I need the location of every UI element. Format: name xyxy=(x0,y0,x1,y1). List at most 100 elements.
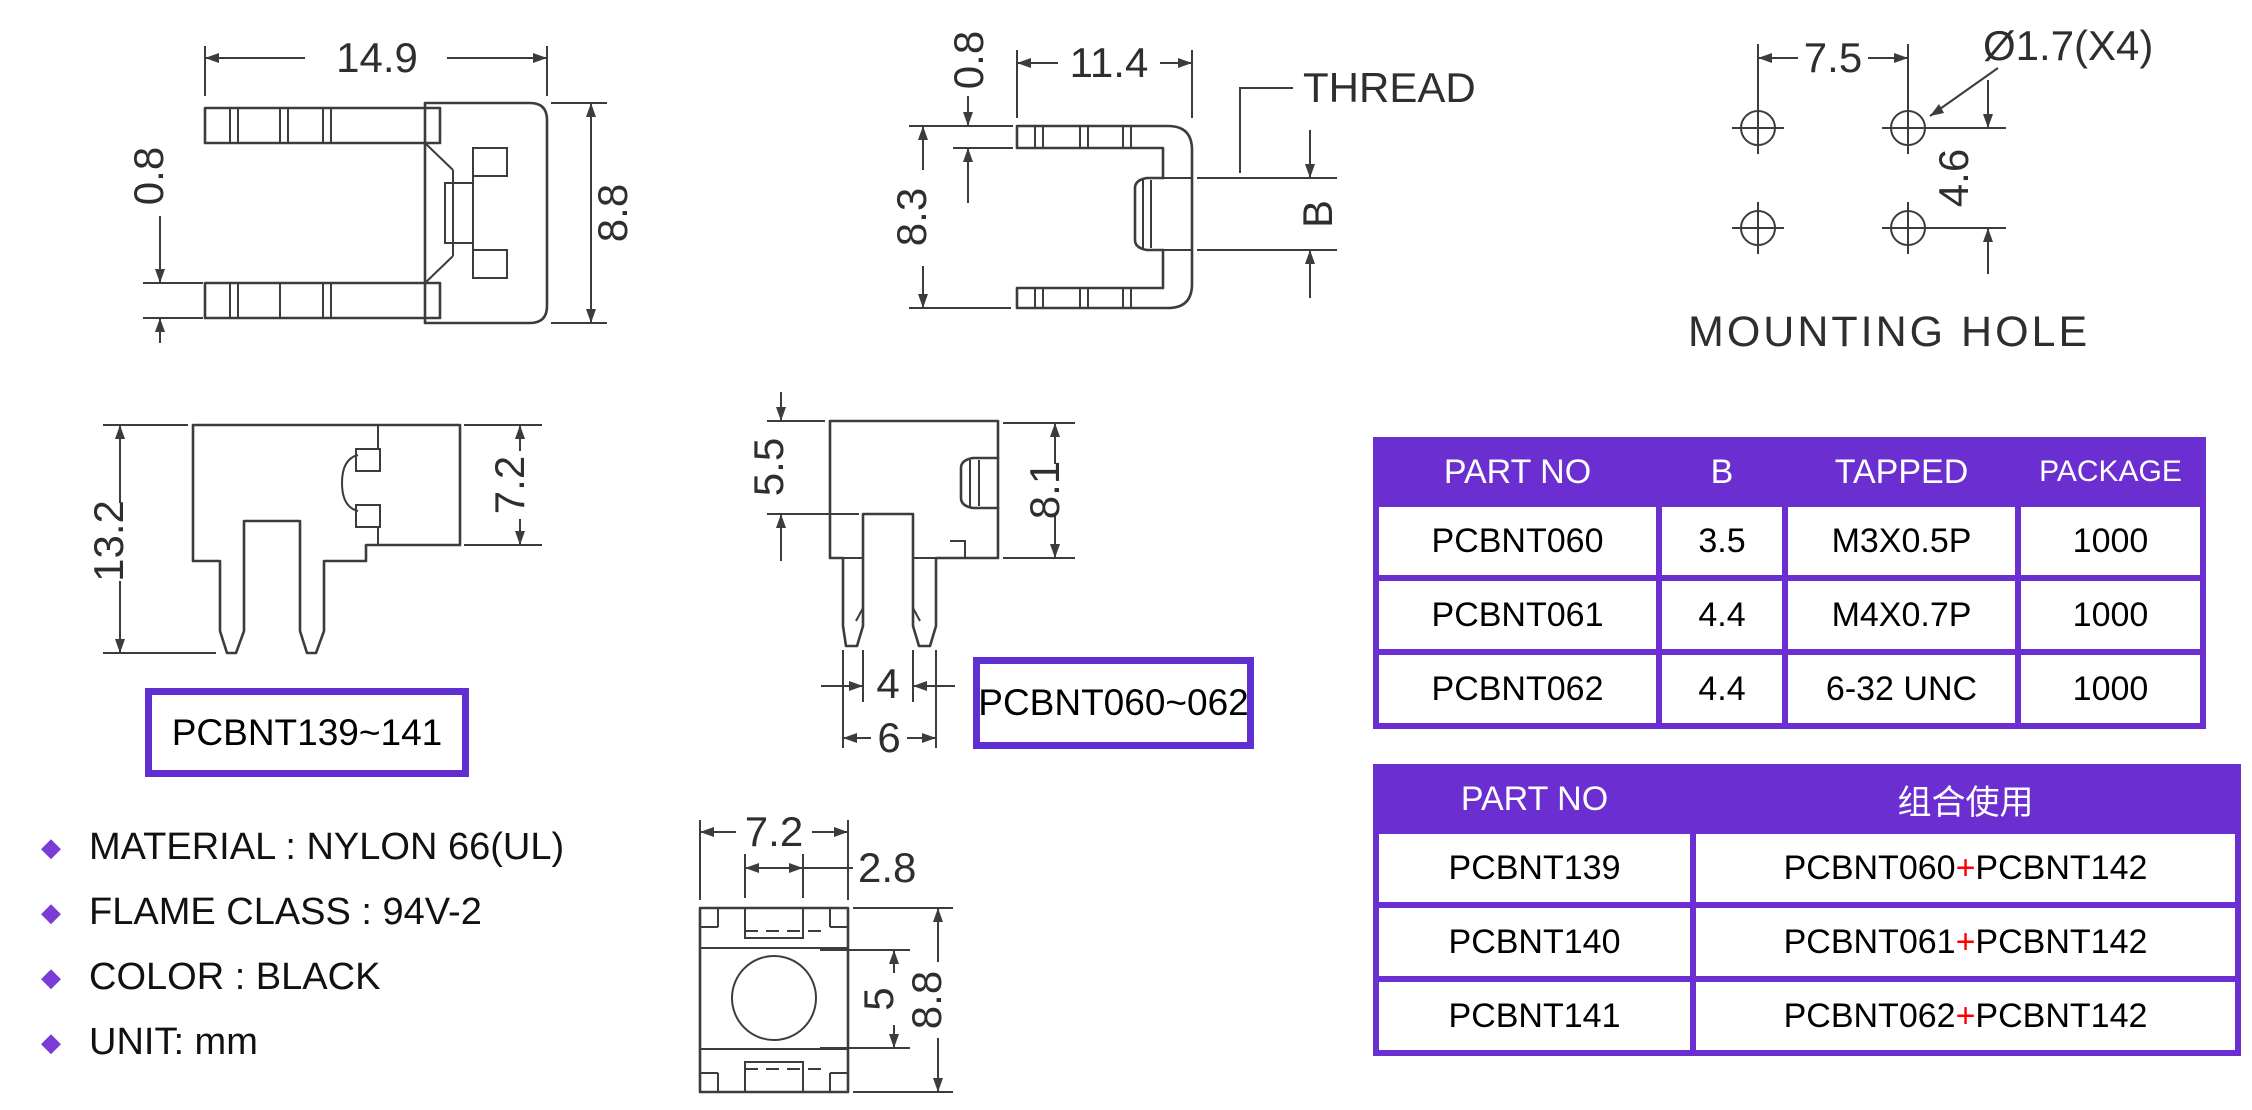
top-view-dim-height: 8.8 xyxy=(551,102,636,324)
label-box-pcbnt139-141: PCBNT139~141 xyxy=(145,688,469,777)
diamond-bullet-icon: ◆ xyxy=(41,897,61,927)
part-no-cell: PCBNT060 xyxy=(1373,501,1662,581)
diamond-bullet-icon: ◆ xyxy=(41,962,61,992)
dim-label-14-9: 14.9 xyxy=(336,34,418,81)
top-view-dim-thickness: 0.8 xyxy=(125,147,203,343)
dim-139-height: 13.2 xyxy=(85,424,216,654)
front-dim-hole: 5 xyxy=(820,949,910,1049)
side-view-dim-height: 8.3 xyxy=(895,125,1011,309)
tapped-spec-table: PART NO B TAPPED PACKAGE PCBNT060 3.5 M3… xyxy=(1373,437,2206,729)
spec-item-unit: ◆ UNIT: mm xyxy=(35,1010,564,1075)
table-header-row: PART NO B TAPPED PACKAGE xyxy=(1373,437,2206,507)
dim-label-8-8: 8.8 xyxy=(903,971,950,1029)
spec-flame-class-text: FLAME CLASS : 94V-2 xyxy=(89,891,482,933)
mounting-hole-drawing: 7.5 Ø1.7(X4) 4.6 MOUNTING HOLE xyxy=(1688,22,2153,356)
front-view-drawing: 7.2 2.8 5 8.8 xyxy=(698,808,953,1094)
tapped-cell: 6-32 UNC xyxy=(1782,649,2021,729)
dim-060-top: 5.5 xyxy=(745,392,859,561)
dim-label-8-1: 8.1 xyxy=(1021,461,1068,519)
hole-callout-label: Ø1.7(X4) xyxy=(1983,22,2153,69)
top-view-dim-width: 14.9 xyxy=(204,34,548,96)
combo-second: PCBNT142 xyxy=(1975,996,2148,1035)
b-cell: 4.4 xyxy=(1656,649,1788,729)
front-dim-slot: 2.8 xyxy=(744,844,916,898)
spec-unit-text: UNIT: mm xyxy=(89,1021,258,1063)
part-no-cell: PCBNT140 xyxy=(1373,902,1696,982)
spec-item-material: ◆ MATERIAL : NYLON 66(UL) xyxy=(35,815,564,880)
package-cell: 1000 xyxy=(2015,649,2206,729)
dim-label-8-8: 8.8 xyxy=(589,184,636,242)
header-part-no: PART NO xyxy=(1373,764,1696,834)
combo-first: PCBNT062 xyxy=(1783,996,1956,1035)
table-row: PCBNT060 3.5 M3X0.5P 1000 xyxy=(1373,501,2206,581)
header-package: PACKAGE xyxy=(2015,437,2206,507)
part-no-cell: PCBNT062 xyxy=(1373,649,1662,729)
dim-label-4: 4 xyxy=(876,660,899,707)
label-pcbnt139-141: PCBNT139~141 xyxy=(171,711,443,753)
header-part-no: PART NO xyxy=(1373,437,1662,507)
part-no-cell: PCBNT061 xyxy=(1373,575,1662,655)
package-cell: 1000 xyxy=(2015,575,2206,655)
dim-label-6: 6 xyxy=(877,714,900,761)
side-view-drawing: 0.8 11.4 8.3 THREAD B xyxy=(895,31,1476,310)
dim-label-8-3: 8.3 xyxy=(895,188,935,246)
package-cell: 1000 xyxy=(2015,501,2206,581)
front-dim-width: 7.2 xyxy=(699,808,849,900)
combo-second: PCBNT142 xyxy=(1975,922,2148,961)
dim-139-head: 7.2 xyxy=(464,424,542,546)
header-tapped: TAPPED xyxy=(1782,437,2021,507)
spec-list: ◆ MATERIAL : NYLON 66(UL) ◆ FLAME CLASS … xyxy=(35,815,564,1075)
side-view-dim-thickness: 0.8 xyxy=(945,31,1013,203)
spec-item-color: ◆ COLOR : BLACK xyxy=(35,945,564,1010)
spec-color-text: COLOR : BLACK xyxy=(89,956,381,998)
side-view-dim-b: B xyxy=(1197,130,1341,298)
top-view-drawing: 14.9 0.8 8.8 xyxy=(125,34,636,343)
table-row: PCBNT140 PCBNT061+PCBNT142 xyxy=(1373,902,2241,982)
side-view-139-drawing: 13.2 7.2 xyxy=(85,423,542,655)
part-no-cell: PCBNT139 xyxy=(1373,828,1696,908)
table-row: PCBNT061 4.4 M4X0.7P 1000 xyxy=(1373,575,2206,655)
b-cell: 4.4 xyxy=(1656,575,1788,655)
dim-060-right: 8.1 xyxy=(1003,422,1075,559)
dim-label-4-6: 4.6 xyxy=(1930,149,1977,207)
mounting-holes xyxy=(1732,102,1934,254)
combination-table: PART NO 组合使用 PCBNT139 PCBNT060+PCBNT142 … xyxy=(1373,764,2241,1056)
mount-dim-pitch-x: 7.5 xyxy=(1757,34,1909,106)
mounting-hole-title: MOUNTING HOLE xyxy=(1688,308,2090,356)
front-view-part-outline xyxy=(698,906,850,1094)
mount-hole-callout: Ø1.7(X4) xyxy=(1929,22,2153,117)
combo-cell: PCBNT062+PCBNT142 xyxy=(1690,976,2241,1056)
dim-label-7-5: 7.5 xyxy=(1804,34,1862,81)
part-outline-139 xyxy=(191,423,462,655)
side-view-thread-callout: THREAD xyxy=(1239,64,1476,173)
dim-label-7-2: 7.2 xyxy=(745,808,803,855)
dim-060-leg-inner: 4 xyxy=(821,650,955,707)
dim-label-2-8: 2.8 xyxy=(858,844,916,891)
dim-label-0-8: 0.8 xyxy=(125,147,172,205)
b-cell: 3.5 xyxy=(1656,501,1788,581)
combo-second: PCBNT142 xyxy=(1975,848,2148,887)
thread-label: THREAD xyxy=(1303,64,1476,111)
side-view-part-outline xyxy=(1015,124,1194,310)
plus-sign: + xyxy=(1955,922,1976,961)
mount-dim-pitch-y: 4.6 xyxy=(1928,80,2006,274)
tapped-cell: M3X0.5P xyxy=(1782,501,2021,581)
top-view-part-outline xyxy=(203,101,549,325)
table-row: PCBNT062 4.4 6-32 UNC 1000 xyxy=(1373,649,2206,729)
side-view-060-drawing: 5.5 8.1 4 6 xyxy=(745,392,1075,761)
dim-label-5-5: 5.5 xyxy=(745,438,792,496)
header-combined-use: 组合使用 xyxy=(1690,764,2241,834)
label-box-pcbnt060-062: PCBNT060~062 xyxy=(973,657,1254,749)
table-row: PCBNT139 PCBNT060+PCBNT142 xyxy=(1373,828,2241,908)
combo-cell: PCBNT060+PCBNT142 xyxy=(1690,828,2241,908)
dim-label-7-2: 7.2 xyxy=(486,456,533,514)
label-pcbnt060-062: PCBNT060~062 xyxy=(978,682,1249,723)
front-dim-height: 8.8 xyxy=(853,907,953,1093)
spec-item-flame-class: ◆ FLAME CLASS : 94V-2 xyxy=(35,880,564,945)
table-row: PCBNT141 PCBNT062+PCBNT142 xyxy=(1373,976,2241,1056)
side-view-dim-width: 11.4 xyxy=(1016,39,1193,118)
dim-060-leg-outer: 6 xyxy=(842,650,937,761)
dim-label-13-2: 13.2 xyxy=(85,500,132,582)
dim-label-b: B xyxy=(1294,200,1341,228)
